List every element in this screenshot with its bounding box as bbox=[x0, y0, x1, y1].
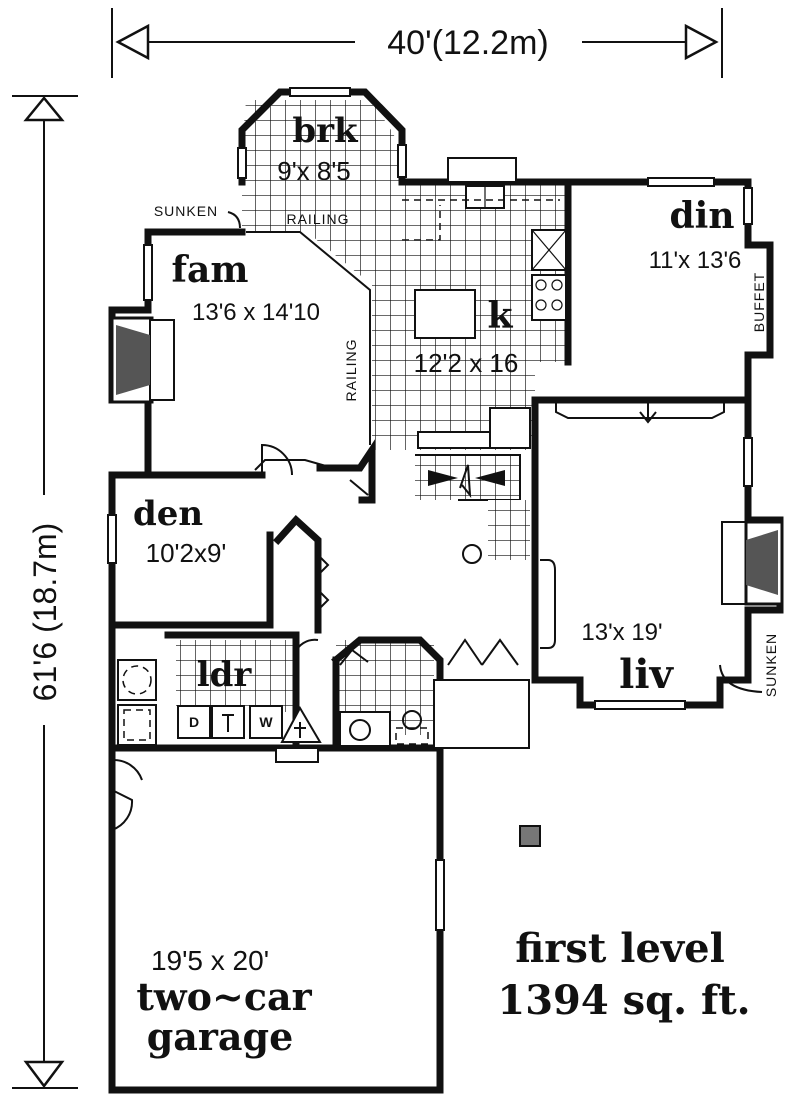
din-size: 11'x 13'6 bbox=[649, 247, 742, 274]
garage-size: 19'5 x 20' bbox=[151, 945, 269, 976]
k-size: 12'2 x 16 bbox=[414, 348, 519, 378]
tile-floors bbox=[176, 100, 568, 735]
fam-size: 13'6 x 14'10 bbox=[192, 299, 320, 326]
brk-size: 9'x 8'5 bbox=[277, 156, 351, 186]
sunken-fam-label: SUNKEN bbox=[154, 203, 218, 219]
width-dimension: 40'(12.2m) bbox=[111, 8, 723, 78]
k-name: k bbox=[488, 295, 514, 337]
fam-name: fam bbox=[172, 249, 249, 291]
stairs bbox=[415, 454, 556, 649]
doors bbox=[111, 400, 725, 831]
buffet-label: BUFFET bbox=[751, 272, 767, 332]
laundry-fixtures: D W bbox=[117, 659, 541, 847]
garage-name-2: garage bbox=[147, 1014, 294, 1059]
den-size: 10'2x9' bbox=[146, 538, 227, 568]
railings bbox=[246, 231, 371, 445]
title-area: 1394 sq. ft. bbox=[497, 977, 750, 1024]
washer-label: W bbox=[259, 714, 273, 730]
sunken-liv-label: SUNKEN bbox=[763, 633, 779, 697]
liv-name: liv bbox=[619, 651, 674, 698]
depth-dimension: 61'6 (18.7m) bbox=[12, 95, 78, 1089]
fireplace-living bbox=[721, 520, 784, 606]
kitchen-fixtures bbox=[402, 185, 567, 449]
railing-top-label: RAILING bbox=[286, 211, 349, 227]
railing-side-label: RAILING bbox=[343, 338, 359, 401]
garage-name-1: two~car bbox=[136, 974, 312, 1019]
din-name: din bbox=[669, 195, 734, 237]
depth-label: 61'6 (18.7m) bbox=[27, 523, 63, 702]
brk-name: brk bbox=[292, 111, 359, 151]
den-name: den bbox=[133, 494, 203, 534]
ldr-name: ldr bbox=[197, 655, 253, 695]
windows bbox=[107, 87, 753, 931]
fireplace-family bbox=[110, 316, 175, 404]
title-level: first level bbox=[515, 925, 725, 972]
dryer-label: D bbox=[189, 714, 199, 730]
liv-size: 13'x 19' bbox=[581, 619, 662, 646]
width-label: 40'(12.2m) bbox=[387, 24, 548, 62]
